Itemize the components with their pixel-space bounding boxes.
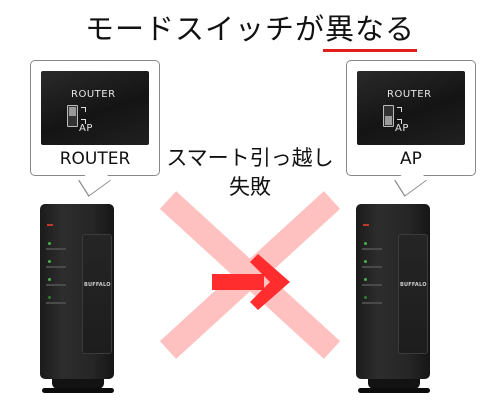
right-mode-switch [383, 105, 394, 127]
left-router-panel [82, 234, 112, 354]
title-highlight: 異なる [325, 12, 416, 46]
right-router-logo: BUFFALO [400, 282, 427, 288]
failed-label: 失敗 [229, 175, 271, 199]
left-router-logo: BUFFALO [84, 282, 111, 288]
page-title: モードスイッチが異なる [0, 6, 500, 48]
cross-and-arrow [159, 191, 341, 359]
right-switch-photo: ROUTER AP [357, 71, 465, 145]
right-switch-label-router: ROUTER [387, 89, 432, 100]
right-mode-label: AP [400, 149, 422, 169]
left-switch-label-router: ROUTER [71, 89, 116, 100]
left-switch-photo: ROUTER AP [41, 71, 149, 145]
left-mode-switch [67, 105, 78, 127]
arrow-right-icon [212, 254, 290, 310]
right-router-panel [398, 234, 428, 354]
migration-failed-text: スマート引っ越し 失敗 [150, 144, 350, 202]
left-switch-label-ap: AP [79, 123, 93, 134]
right-switch-label-ap: AP [395, 123, 409, 134]
migration-label: スマート引っ越し [166, 146, 334, 170]
right-router: BUFFALO [356, 204, 430, 393]
left-router: BUFFALO [40, 204, 114, 393]
left-mode-label: ROUTER [59, 149, 131, 169]
right-mode-bubble: ROUTER AP AP [346, 60, 476, 197]
title-text: モードスイッチが [84, 12, 325, 46]
left-mode-bubble: ROUTER AP ROUTER [30, 60, 160, 197]
